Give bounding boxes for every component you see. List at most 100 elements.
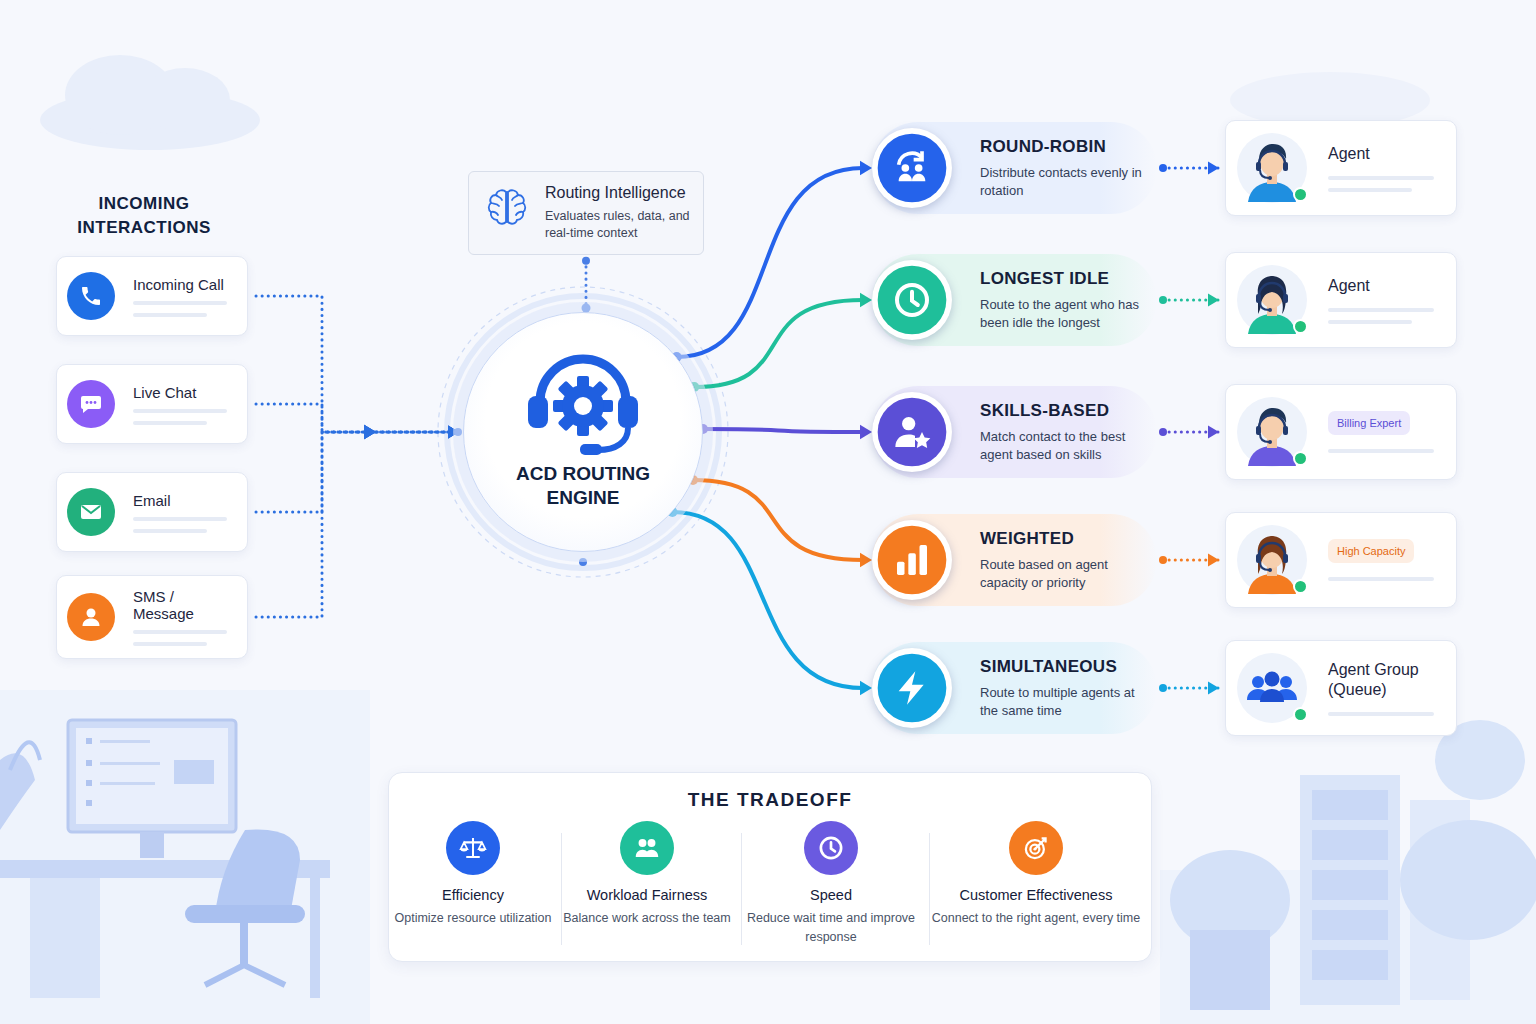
channel-card: SMS / Message	[56, 575, 248, 659]
panel-title: THE TRADEOFF	[389, 789, 1151, 811]
connector	[1159, 161, 1219, 174]
tradeoff-panel: THE TRADEOFFEfficiencyOptimize resource …	[388, 772, 1152, 962]
channel-icon-graphic	[67, 488, 115, 536]
tradeoff-icon-graphic	[1009, 821, 1063, 875]
dotted-line	[256, 404, 459, 432]
skill-badge: High Capacity	[1328, 539, 1414, 563]
channel-icon-graphic	[67, 272, 115, 320]
connector	[256, 425, 459, 512]
connector	[582, 257, 591, 313]
line-dot	[1159, 556, 1167, 564]
arrowhead	[860, 293, 872, 307]
tradeoff-item: SpeedReduce wait time and improve respon…	[745, 821, 917, 947]
connector	[1159, 553, 1219, 566]
arrowhead	[860, 425, 872, 439]
agent-avatar	[1236, 524, 1308, 596]
arrowhead	[860, 161, 872, 175]
channel-icon	[67, 272, 115, 320]
channel-card: Incoming Call	[56, 256, 248, 336]
agent-card: Agent	[1225, 252, 1457, 348]
arrowhead	[1208, 293, 1219, 306]
strategy-title: SKILLS-BASED	[980, 401, 1145, 421]
arrowhead	[364, 425, 376, 439]
placeholder-line	[1328, 308, 1434, 312]
brain-icon-graphic	[483, 184, 531, 232]
office-illustration	[1160, 720, 1536, 1024]
agent-group-card: Agent Group (Queue)	[1225, 640, 1457, 736]
connector	[256, 296, 459, 439]
box-heading: Routing Intelligence	[545, 184, 695, 202]
strategy-title: SIMULTANEOUS	[980, 657, 1145, 677]
tradeoff-icon-graphic	[620, 821, 674, 875]
intelligence-box: Routing IntelligenceEvaluates rules, dat…	[468, 171, 704, 255]
connector	[688, 475, 872, 567]
strategy-body: SIMULTANEOUSRoute to multiple agents at …	[980, 657, 1145, 719]
strategy-body: LONGEST IDLERoute to the agent who has b…	[980, 269, 1145, 331]
card-body: Email	[133, 492, 233, 533]
status-dot	[1293, 451, 1308, 466]
channel-icon-graphic	[67, 380, 115, 428]
tradeoff-description: Reduce wait time and improve response	[745, 909, 917, 947]
arrowhead	[860, 681, 872, 695]
strategy-description: Route to the agent who has been idle the…	[980, 296, 1145, 331]
channel-name: Incoming Call	[133, 276, 233, 293]
placeholder-line	[1328, 320, 1412, 324]
strategy-pill: WEIGHTEDRoute based on agent capacity or…	[872, 514, 1157, 606]
column-divider	[561, 833, 562, 945]
tradeoff-heading: Speed	[810, 887, 852, 903]
strategy-title: WEIGHTED	[980, 529, 1145, 549]
agent-avatar	[1236, 264, 1308, 336]
placeholder-line	[133, 630, 227, 634]
channel-icon	[67, 488, 115, 536]
connector	[1159, 681, 1219, 694]
connector	[667, 507, 872, 695]
status-dot	[1293, 319, 1308, 334]
routing-line	[672, 512, 863, 688]
connector	[1159, 293, 1219, 306]
placeholder-line	[133, 313, 207, 317]
strategy-icon	[872, 128, 952, 208]
routing-line	[694, 300, 863, 387]
strategy-body: WEIGHTEDRoute based on agent capacity or…	[980, 529, 1145, 591]
arrowhead	[1208, 425, 1219, 438]
strategy-icon	[872, 648, 952, 728]
status-dot	[1293, 579, 1308, 594]
agent-name: Agent	[1328, 276, 1438, 296]
strategy-icon-graphic	[872, 128, 952, 208]
tradeoff-icon	[446, 821, 500, 875]
agent-card: Billing Expert	[1225, 384, 1457, 480]
dotted-line	[256, 432, 459, 617]
placeholder-line	[133, 421, 207, 425]
placeholder-line	[133, 301, 227, 305]
agent-avatar	[1236, 132, 1308, 204]
placeholder-line	[133, 642, 207, 646]
headset-gear-icon-graphic	[518, 340, 648, 460]
strategy-icon	[872, 392, 952, 472]
strategy-title: ROUND-ROBIN	[980, 137, 1145, 157]
ring-dot	[579, 558, 587, 566]
dotted-line	[256, 296, 459, 432]
column-divider	[741, 833, 742, 945]
strategy-icon-graphic	[872, 392, 952, 472]
card-body: High Capacity	[1328, 539, 1438, 581]
agent-card: High Capacity	[1225, 512, 1457, 608]
placeholder-line	[1328, 712, 1434, 716]
channel-name: SMS / Message	[133, 588, 233, 622]
placeholder-line	[1328, 188, 1412, 192]
placeholder-line	[133, 409, 227, 413]
channel-card: Live Chat	[56, 364, 248, 444]
strategy-description: Match contact to the best agent based on…	[980, 428, 1145, 463]
strategy-icon-graphic	[872, 520, 952, 600]
strategy-icon-graphic	[872, 648, 952, 728]
tradeoff-item: Workload FairnessBalance work across the…	[563, 821, 731, 928]
cloud	[40, 55, 1430, 150]
box-description: Evaluates rules, data, and real-time con…	[545, 208, 695, 242]
strategy-pill: SKILLS-BASED Match contact to the best ag…	[872, 386, 1157, 478]
line-dot	[1159, 428, 1167, 436]
agent-name: Agent Group (Queue)	[1328, 660, 1448, 700]
tradeoff-heading: Efficiency	[442, 887, 504, 903]
card-body: Agent	[1328, 276, 1438, 324]
channel-card: Email	[56, 472, 248, 552]
line-dot	[1159, 164, 1167, 172]
card-body: Agent Group (Queue)	[1328, 660, 1448, 716]
